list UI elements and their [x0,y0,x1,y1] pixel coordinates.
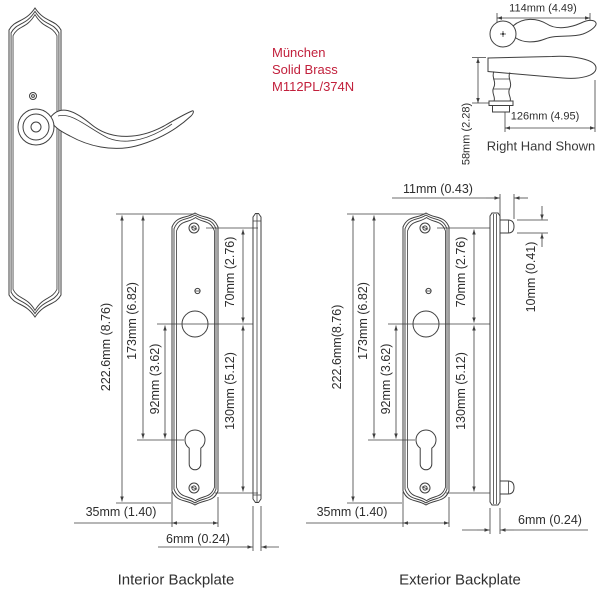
dim-exterior-boss-projection: 11mm (0.43) [403,181,473,196]
dim-exterior-thickness: 6mm (0.24) [518,512,582,527]
hand-note: Right Hand Shown [486,138,596,154]
exterior-dimension-lines [306,194,588,534]
dim-exterior-handle-to-bottom: 130mm (5.12) [453,352,468,430]
dim-exterior-overall-height: 222.6mm(8.76) [329,304,344,390]
dim-interior-overall-height: 222.6mm (8.76) [98,302,113,392]
screw-icon [29,92,37,100]
lever-top-outline [510,18,597,43]
dim-interior-handle-to-cylinder: 92mm (3.62) [147,343,162,415]
interior-backplate-title: Interior Backplate [117,571,235,589]
interior-backplate-drawing [171,212,262,506]
dim-exterior-top-screw-to-handle: 70mm (2.76) [453,236,468,308]
dim-exterior-handle-to-cylinder: 92mm (3.62) [378,343,393,415]
dim-exterior-width: 35mm (1.40) [316,504,388,519]
dim-exterior-top-to-cylinder: 173mm (6.82) [355,282,370,360]
interior-side-profile [252,213,262,503]
lever-side-outline [487,55,597,79]
product-material: Solid Brass [272,62,338,77]
exterior-side-profile [489,212,515,506]
dim-interior-width: 35mm (1.40) [85,504,157,519]
full-lever-view [8,7,194,318]
product-model: M112PL/374N [272,79,355,94]
dim-lever-top-width: 114mm (4.49) [509,2,577,15]
fixing-boss [499,480,515,495]
dim-interior-thickness: 6mm (0.24) [166,531,230,546]
lever-top-view [489,13,597,48]
dim-interior-handle-to-bottom: 130mm (5.12) [222,352,237,430]
interior-dimension-lines [74,213,279,551]
spindle-base [488,100,514,106]
product-info: München Solid Brass M112PL/374N [272,44,354,95]
dim-lever-side-height: 58mm (2.28) [460,102,473,166]
dim-exterior-boss-height: 10mm (0.41) [523,241,538,313]
dim-interior-top-screw-to-handle: 70mm (2.76) [222,236,237,308]
product-name: München [272,45,326,60]
fixing-boss [499,219,515,234]
lever-scroll [49,109,194,149]
lever-side-view [472,55,597,132]
exterior-backplate-title: Exterior Backplate [399,571,521,589]
dim-lever-side-length: 126mm (4.95) [510,110,580,123]
dim-interior-top-to-cylinder: 173mm (6.82) [124,282,139,360]
